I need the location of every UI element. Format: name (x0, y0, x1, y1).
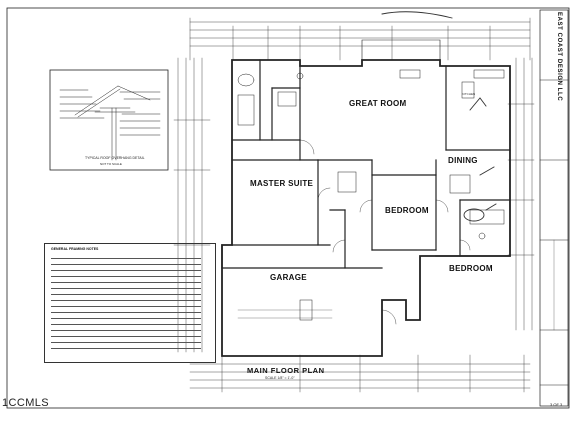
top-dimensions (189, 17, 531, 61)
hand-annotations (381, 11, 497, 222)
title-block-company: EAST COAST DESIGN LLC (556, 12, 562, 102)
sheet-border (6, 7, 570, 409)
framing-notes-title: GENERAL FRAMING NOTES (51, 247, 99, 251)
roof-detail-caption: TYPICAL ROOF OVERHANG DETAIL (85, 156, 145, 160)
bedroom-label-1: BEDROOM (385, 206, 429, 215)
mls-watermark: 1CCMLS (2, 397, 50, 409)
door-swings (299, 139, 471, 325)
right-dimensions (507, 57, 535, 331)
exterior-walls (221, 59, 511, 357)
bottom-dimensions (189, 354, 531, 393)
left-dimensions (173, 57, 211, 353)
roof-detail-subcaption: NOT TO SCALE (100, 162, 122, 166)
great-room-label: GREAT ROOM (349, 99, 407, 108)
master-suite-label: MASTER SUITE (250, 179, 314, 188)
roof-detail-drawing (59, 85, 161, 161)
interior-walls (221, 59, 511, 269)
title-block-page: 3 OF 3 (550, 402, 563, 407)
dining-label: DINING (448, 156, 478, 165)
bedroom-label-2: BEDROOM (449, 264, 493, 273)
title-block (539, 9, 569, 407)
plan-scale: SCALE 1/8" = 1'-0" (265, 376, 295, 380)
garage-door (237, 309, 333, 357)
roof-detail-box (49, 69, 169, 171)
garage-label: GARAGE (270, 273, 307, 282)
kitchen-label: KITCHEN (462, 92, 476, 96)
framing-notes: GENERAL FRAMING NOTES (44, 243, 216, 363)
plan-title: MAIN FLOOR PLAN (247, 366, 325, 375)
